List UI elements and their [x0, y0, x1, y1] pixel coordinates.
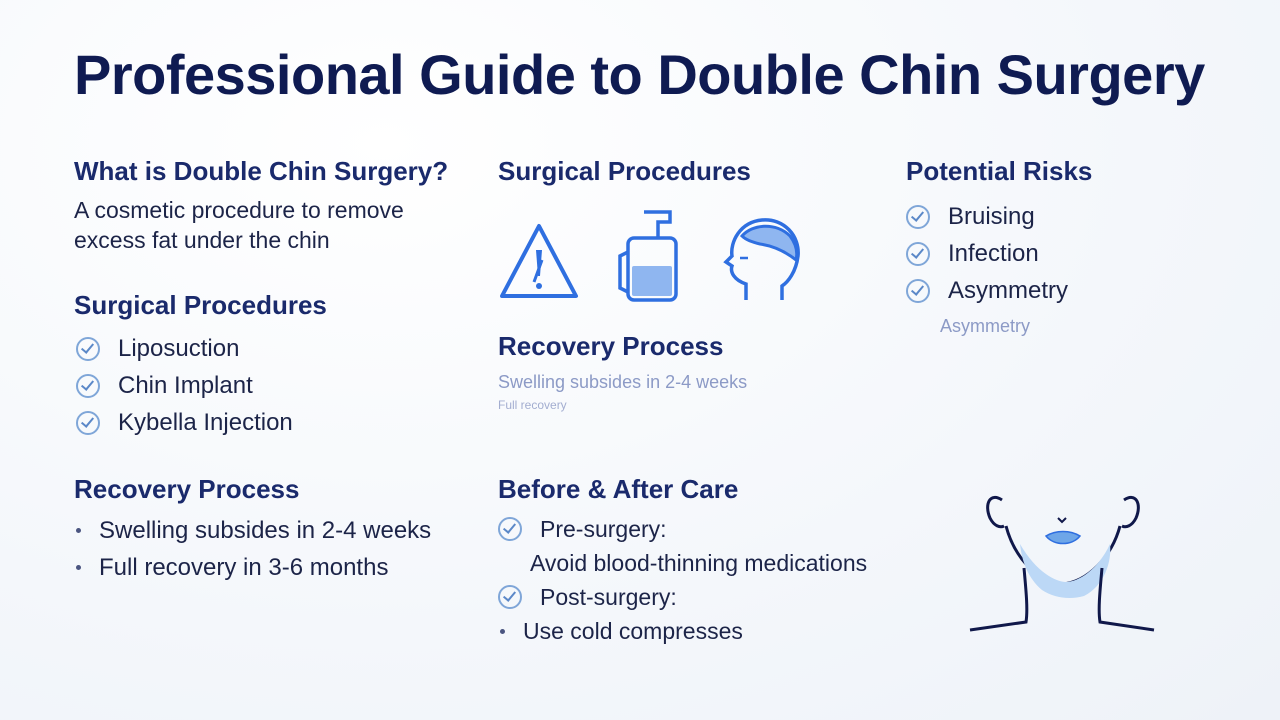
risks-echo: Asymmetry [940, 316, 1030, 336]
check-circle-icon [76, 336, 100, 361]
chin-illustration-icon [969, 495, 1155, 632]
procedures-center-heading: Surgical Procedures [498, 156, 751, 186]
list-item: Liposuction [76, 330, 293, 367]
face-profile-icon [723, 218, 800, 300]
list-item: Post-surgery: [498, 580, 867, 614]
care-list: Pre-surgery: Avoid blood-thinning medica… [498, 512, 867, 648]
list-item: Full recovery in 3-6 months [74, 549, 431, 586]
check-circle-icon [906, 278, 930, 303]
what-is-heading: What is Double Chin Surgery? [74, 156, 449, 186]
warning-icon [500, 224, 578, 298]
page-title: Professional Guide to Double Chin Surger… [74, 43, 1205, 106]
recovery-center-line-2: Full recovery [498, 398, 567, 412]
list-item: Asymmetry [906, 272, 1068, 309]
recovery-heading: Recovery Process [74, 474, 300, 504]
list-item: Use cold compresses [498, 614, 867, 648]
recovery-center-line-1: Swelling subsides in 2-4 weeks [498, 372, 748, 392]
check-circle-icon [76, 373, 100, 398]
list-item: Chin Implant [76, 367, 293, 404]
check-circle-icon [76, 410, 100, 435]
care-heading: Before & After Care [498, 474, 739, 504]
list-item: Avoid blood-thinning medications [530, 549, 868, 576]
risks-list: Bruising Infection Asymmetry [906, 198, 1068, 309]
container-icon [618, 210, 678, 302]
bullet-icon [76, 565, 81, 570]
check-circle-icon [498, 585, 522, 609]
list-item: Pre-surgery: [498, 512, 867, 546]
risks-heading: Potential Risks [906, 156, 1093, 186]
recovery-center-heading: Recovery Process [498, 331, 724, 361]
check-circle-icon [906, 241, 930, 266]
check-circle-icon [498, 517, 522, 541]
procedures-heading: Surgical Procedures [74, 290, 327, 320]
bullet-icon [76, 528, 81, 533]
list-item: Swelling subsides in 2-4 weeks [74, 512, 431, 549]
procedures-list: Liposuction Chin Implant Kybella Injecti… [76, 330, 293, 441]
what-is-line-2: excess fat under the chin [74, 227, 330, 253]
recovery-list: Swelling subsides in 2-4 weeks Full reco… [74, 512, 431, 586]
list-item: Bruising [906, 198, 1068, 235]
what-is-line-1: A cosmetic procedure to remove [74, 197, 404, 223]
list-item: Kybella Injection [76, 404, 293, 441]
check-circle-icon [906, 204, 930, 229]
list-item: Infection [906, 235, 1068, 272]
bullet-icon [500, 628, 505, 634]
